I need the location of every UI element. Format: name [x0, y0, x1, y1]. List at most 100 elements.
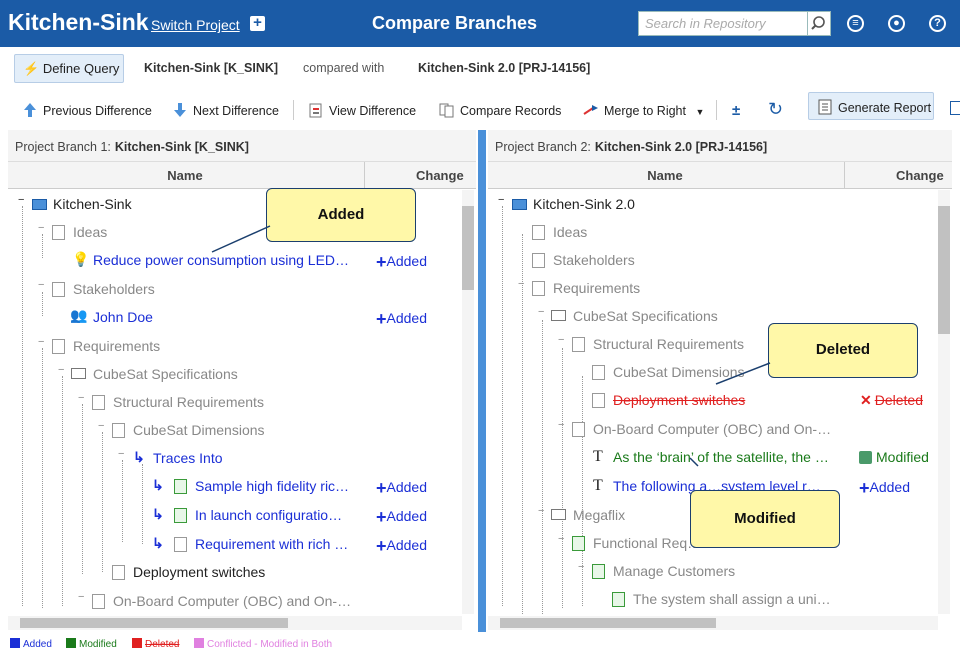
tree-row[interactable]: 💡 Reduce power consumption using LED… — [56, 248, 456, 272]
collapse-icon[interactable]: − — [78, 591, 85, 603]
trace-arrow-icon: ↳ — [133, 449, 145, 465]
change-column-header[interactable]: Change — [896, 168, 944, 183]
branch2-label: Kitchen-Sink 2.0 [PRJ-14156] — [418, 61, 591, 75]
tree-row[interactable]: Stakeholders — [516, 248, 926, 272]
tree-row[interactable]: Deployment switches — [96, 560, 456, 584]
generate-report-label: Generate Report — [838, 101, 932, 115]
collapse-icon[interactable]: − — [538, 505, 545, 517]
next-difference-button[interactable]: Next Difference — [172, 98, 279, 120]
tree-row-label: Kitchen-Sink 2.0 — [533, 196, 635, 212]
help-icon[interactable]: ? — [929, 15, 946, 32]
search-icon[interactable] — [807, 11, 831, 36]
collapse-icon[interactable]: − — [558, 533, 565, 545]
scrollbar-thumb[interactable] — [20, 618, 288, 628]
tree-row[interactable]: − Ideas — [36, 220, 456, 244]
tree-row[interactable]: − ↳ Traces Into — [116, 446, 456, 470]
collapse-icon[interactable]: − — [38, 222, 45, 234]
person-icon: 👥 — [70, 307, 88, 323]
tree-row[interactable]: − Stakeholders — [36, 277, 456, 301]
collapse-icon[interactable]: − — [38, 336, 45, 348]
tree-line — [562, 348, 563, 608]
tree-line — [522, 234, 523, 614]
branch1-pane: Project Branch 1:Kitchen-Sink [K_SINK] N… — [8, 130, 476, 632]
tree-row-label: CubeSat Specifications — [93, 366, 238, 382]
tree-row[interactable]: The system shall assign a uni… — [596, 587, 926, 611]
collapse-icon[interactable]: − — [498, 194, 505, 206]
collapse-icon[interactable]: − — [538, 306, 545, 318]
collapse-icon[interactable]: − — [118, 448, 125, 460]
document-icon — [592, 393, 605, 408]
column-separator[interactable] — [844, 162, 845, 189]
overflow-icon[interactable] — [950, 101, 960, 115]
refresh-icon[interactable]: ↻ — [768, 99, 784, 119]
tree-row[interactable]: ↳ In launch configuratio… — [136, 503, 366, 527]
vertical-scrollbar[interactable] — [462, 190, 474, 614]
collapse-icon[interactable]: − — [18, 194, 25, 206]
define-query-button[interactable]: ⚡ Define Query — [14, 54, 124, 83]
tree-row[interactable]: − CubeSat Specifications — [536, 304, 926, 328]
vertical-scrollbar[interactable] — [938, 190, 950, 614]
collapse-icon[interactable]: − — [98, 420, 105, 432]
added-status: +Added — [376, 478, 427, 498]
chevron-down-icon: ▼ — [695, 107, 705, 117]
requirements-folder-icon — [52, 339, 65, 354]
tree-row[interactable]: − Manage Customers — [576, 559, 926, 583]
collapse-icon[interactable]: − — [578, 561, 585, 573]
generate-report-button[interactable]: Generate Report — [808, 92, 934, 120]
column-separator[interactable] — [364, 162, 365, 189]
compare-records-button[interactable]: Compare Records — [439, 98, 561, 120]
compared-with-label: compared with — [303, 61, 385, 75]
previous-difference-button[interactable]: Previous Difference — [22, 98, 152, 120]
tree-row[interactable]: − CubeSat Specifications — [56, 362, 456, 386]
tree-row-label: The system shall assign a uni… — [633, 591, 831, 607]
plus-minus-icon[interactable]: ± — [732, 102, 741, 119]
tree-row[interactable]: CubeSat Dimensions — [576, 360, 926, 384]
view-difference-button[interactable]: View Difference — [308, 98, 416, 120]
name-column-header[interactable]: Name — [647, 168, 683, 183]
activity-icon[interactable]: ≡ — [847, 15, 864, 32]
add-icon[interactable]: + — [250, 15, 265, 31]
requirement-icon — [612, 592, 625, 607]
tree-row[interactable]: − Megaflix — [536, 503, 926, 527]
name-column-header[interactable]: Name — [167, 168, 203, 183]
collapse-icon[interactable]: − — [38, 279, 45, 291]
tree-row[interactable]: − Kitchen-Sink 2.0 — [496, 192, 926, 216]
horizontal-scrollbar[interactable] — [8, 616, 462, 630]
tree-row[interactable]: − Requirements — [516, 276, 926, 300]
collapse-icon[interactable]: − — [78, 392, 85, 404]
tree-row[interactable]: − CubeSat Dimensions — [96, 418, 456, 442]
tree-row[interactable]: − Structural Requirements — [556, 332, 926, 356]
tree-row[interactable]: − Functional Req… — [556, 531, 926, 555]
collapse-icon[interactable]: − — [558, 419, 565, 431]
tree-row[interactable]: 👥 John Doe — [56, 305, 456, 329]
scrollbar-thumb[interactable] — [500, 618, 716, 628]
tree-row[interactable]: − Requirements — [36, 334, 456, 358]
horizontal-scrollbar[interactable] — [488, 616, 938, 630]
tree-row-label: Deployment switches — [133, 564, 266, 580]
tree-row[interactable]: − On-Board Computer (OBC) and On-… — [76, 589, 456, 613]
tree-row[interactable]: ↳ Requirement with rich … — [136, 532, 366, 556]
tree-row-label: CubeSat Dimensions — [613, 364, 745, 380]
tree-row-label: On-Board Computer (OBC) and On-… — [113, 593, 352, 609]
switch-project-link[interactable]: Switch Project — [151, 17, 240, 33]
page-title: Compare Branches — [372, 13, 538, 33]
pane-splitter[interactable] — [478, 130, 486, 632]
tree-row[interactable]: T As the ‘brain’ of the satellite, the … — [576, 445, 846, 469]
tree-row[interactable]: ↳ Sample high fidelity ric… — [136, 474, 366, 498]
collapse-icon[interactable]: − — [58, 364, 65, 376]
tree-row[interactable]: − On-Board Computer (OBC) and On-… — [556, 417, 926, 441]
scrollbar-thumb[interactable] — [938, 206, 950, 334]
search-input[interactable]: Search in Repository — [638, 11, 808, 36]
change-column-header[interactable]: Change — [416, 168, 464, 183]
tree-row[interactable]: − Structural Requirements — [76, 390, 456, 414]
collapse-icon[interactable]: − — [558, 334, 565, 346]
collapse-icon[interactable]: − — [518, 278, 525, 290]
tree-row-label: Structural Requirements — [113, 394, 264, 410]
tree-row[interactable]: Deployment switches — [576, 388, 836, 412]
tree-row[interactable]: − Kitchen-Sink — [16, 192, 456, 216]
tree-row-label: Manage Customers — [613, 563, 736, 579]
tree-row[interactable]: Ideas — [516, 220, 926, 244]
merge-to-right-button[interactable]: Merge to Right ▼ — [583, 98, 704, 120]
user-icon[interactable]: ● — [888, 15, 905, 32]
scrollbar-thumb[interactable] — [462, 206, 474, 290]
